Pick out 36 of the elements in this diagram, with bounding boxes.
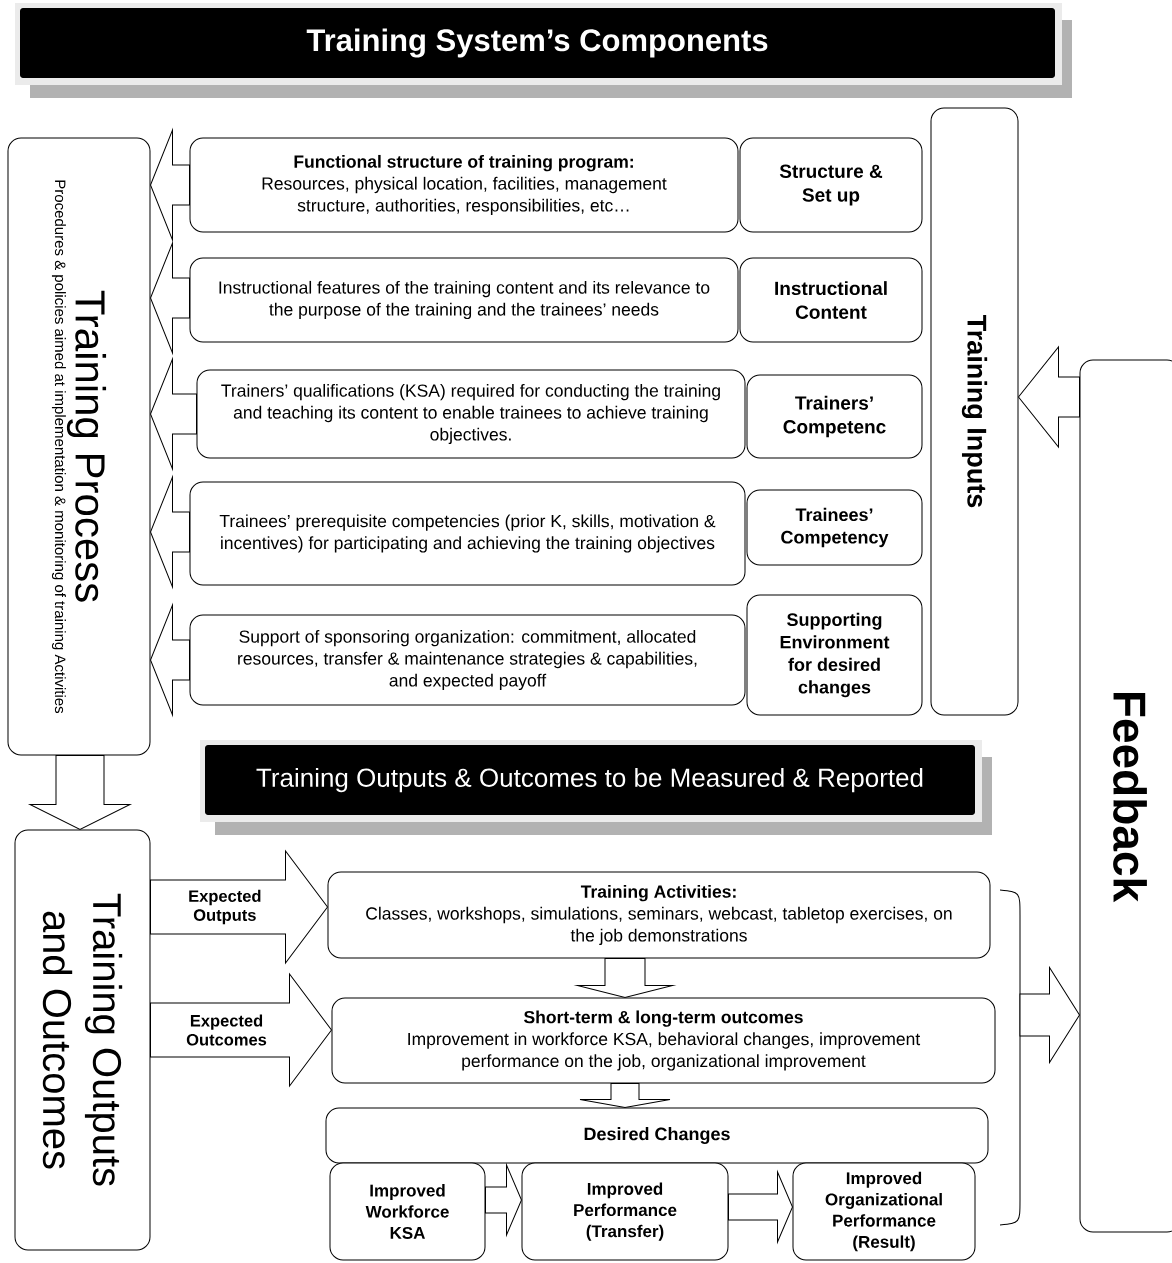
process-box: Training Process Procedures & policies aimed at implementation & monitoring of training Activities (7, 137, 151, 756)
result-box: Improved Workforce KSA (329, 1162, 486, 1261)
inputs-box: Training Inputs (930, 107, 1019, 716)
component-box: Instructional Content (739, 257, 923, 343)
block-arrow (1018, 346, 1080, 448)
description-box: Instructional features of the training content and its relevance to the purpose of the training and the trainees’ needs (189, 257, 739, 343)
block-arrow (1019, 967, 1080, 1063)
title-band: Training System’s Components (15, 3, 1072, 98)
edge-label: Expected Outputs (176, 888, 274, 926)
outputs-box: Training Outputs and Outcomes (14, 829, 151, 1251)
block-arrow (728, 1171, 793, 1243)
component-box: Trainers’ Competenc (746, 374, 923, 459)
component-box: Structure & Set up (739, 137, 923, 233)
component-box: Trainees’ Competency (746, 489, 923, 566)
block-arrow (150, 242, 190, 354)
outcome-box: Training Activities: Classes, workshops, simulations, seminars, webcast, tabletop exercises, on the job demonstrations (327, 871, 991, 959)
edge-label: Expected Outcomes (178, 1013, 275, 1047)
feedback-box: Feedback (1079, 359, 1172, 1233)
description-box: Support of sponsoring organization: commitment, allocated resources, transfer & maintenance strategies & capabilities, and expected payoff (189, 614, 746, 706)
block-arrow (485, 1164, 522, 1236)
description-box: Trainees’ prerequisite competencies (prior K, skills, motivation & incentives) for participating and achieving the training objectives (189, 481, 746, 586)
outcome-box: Desired Changes (325, 1107, 989, 1164)
result-box: Improved Organizational Performance (Result) (792, 1162, 976, 1261)
block-arrow (150, 604, 190, 716)
block-arrow (150, 476, 190, 588)
block-arrow (579, 1083, 671, 1108)
result-box: Improved Performance (Transfer) (521, 1162, 729, 1261)
component-box: Supporting Environment for desired changes (746, 594, 923, 716)
description-box: Trainers’ qualifications (KSA) required for conducting the training and teaching its content to enable trainees to achieve training objectives. (196, 369, 746, 459)
description-box: Functional structure of training program: Resources, physical location, facilities, management structure, authorities, responsibilities, etc… (189, 137, 739, 233)
block-arrow (150, 358, 197, 470)
block-arrow (577, 958, 673, 998)
block-arrow (29, 755, 131, 830)
title-band: Training Outputs & Outcomes to be Measured & Reported (200, 740, 992, 835)
block-arrow (150, 129, 190, 241)
outcome-box: Short-term & long-term outcomes Improvement in workforce KSA, behavioral changes, improvement performance on the job, organizational improvement (331, 997, 996, 1084)
